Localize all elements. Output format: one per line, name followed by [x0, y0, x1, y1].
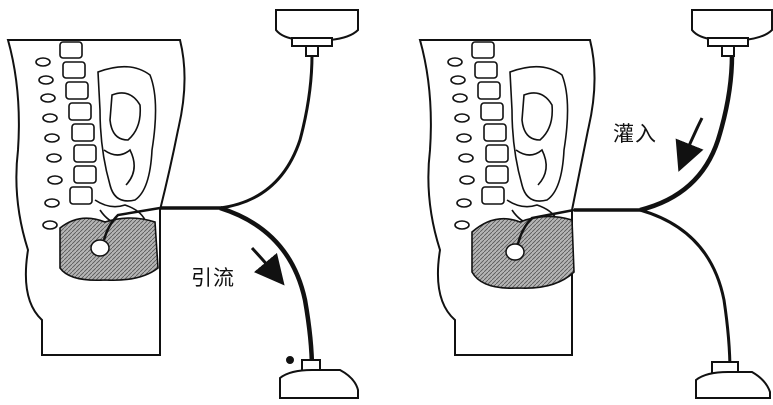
tube-upper: [220, 55, 312, 208]
tube-lower-right: [640, 210, 730, 372]
drain-label: 引流: [191, 262, 235, 292]
bladder: [91, 240, 109, 256]
bladder-right: [506, 244, 524, 260]
inflow-bag-top-right: [692, 10, 772, 56]
infusion-label: 灌入: [613, 118, 657, 148]
left-panel-drainage: [8, 10, 358, 398]
drain-bag-bottom: [280, 357, 358, 398]
infusion-arrow: [684, 118, 702, 158]
right-panel-infusion: [420, 10, 772, 398]
drain-arrow: [252, 248, 275, 274]
body-outline-right: [420, 40, 595, 355]
inflow-bag-top: [276, 10, 358, 56]
body-outline: [8, 40, 185, 355]
drain-bag-bottom-right: [696, 362, 770, 398]
